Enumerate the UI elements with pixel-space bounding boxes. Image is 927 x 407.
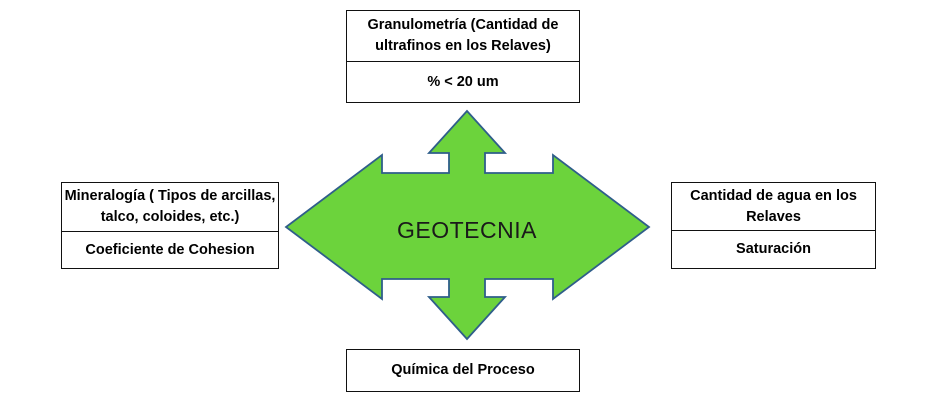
granulometry-title: Granulometría (Cantidad de ultrafinos en… [347, 11, 579, 62]
mineralogy-value: Coeficiente de Cohesion [85, 241, 255, 258]
granulometry-box: Granulometría (Cantidad de ultrafinos en… [346, 10, 580, 103]
water-content-title: Cantidad de agua en los Relaves [672, 183, 875, 231]
granulometry-value: % < 20 um [427, 73, 499, 90]
water-content-box: Cantidad de agua en los Relaves Saturaci… [671, 182, 876, 269]
process-chemistry-box: Química del Proceso [346, 349, 580, 392]
mineralogy-box: Mineralogía ( Tipos de arcillas, talco, … [61, 182, 279, 269]
arrow-outline [284, 109, 651, 341]
process-chemistry-title: Química del Proceso [391, 362, 535, 378]
mineralogy-title: Mineralogía ( Tipos de arcillas, talco, … [62, 183, 278, 232]
center-label: GEOTECNIA [397, 216, 537, 243]
water-content-value: Saturación [736, 241, 811, 257]
